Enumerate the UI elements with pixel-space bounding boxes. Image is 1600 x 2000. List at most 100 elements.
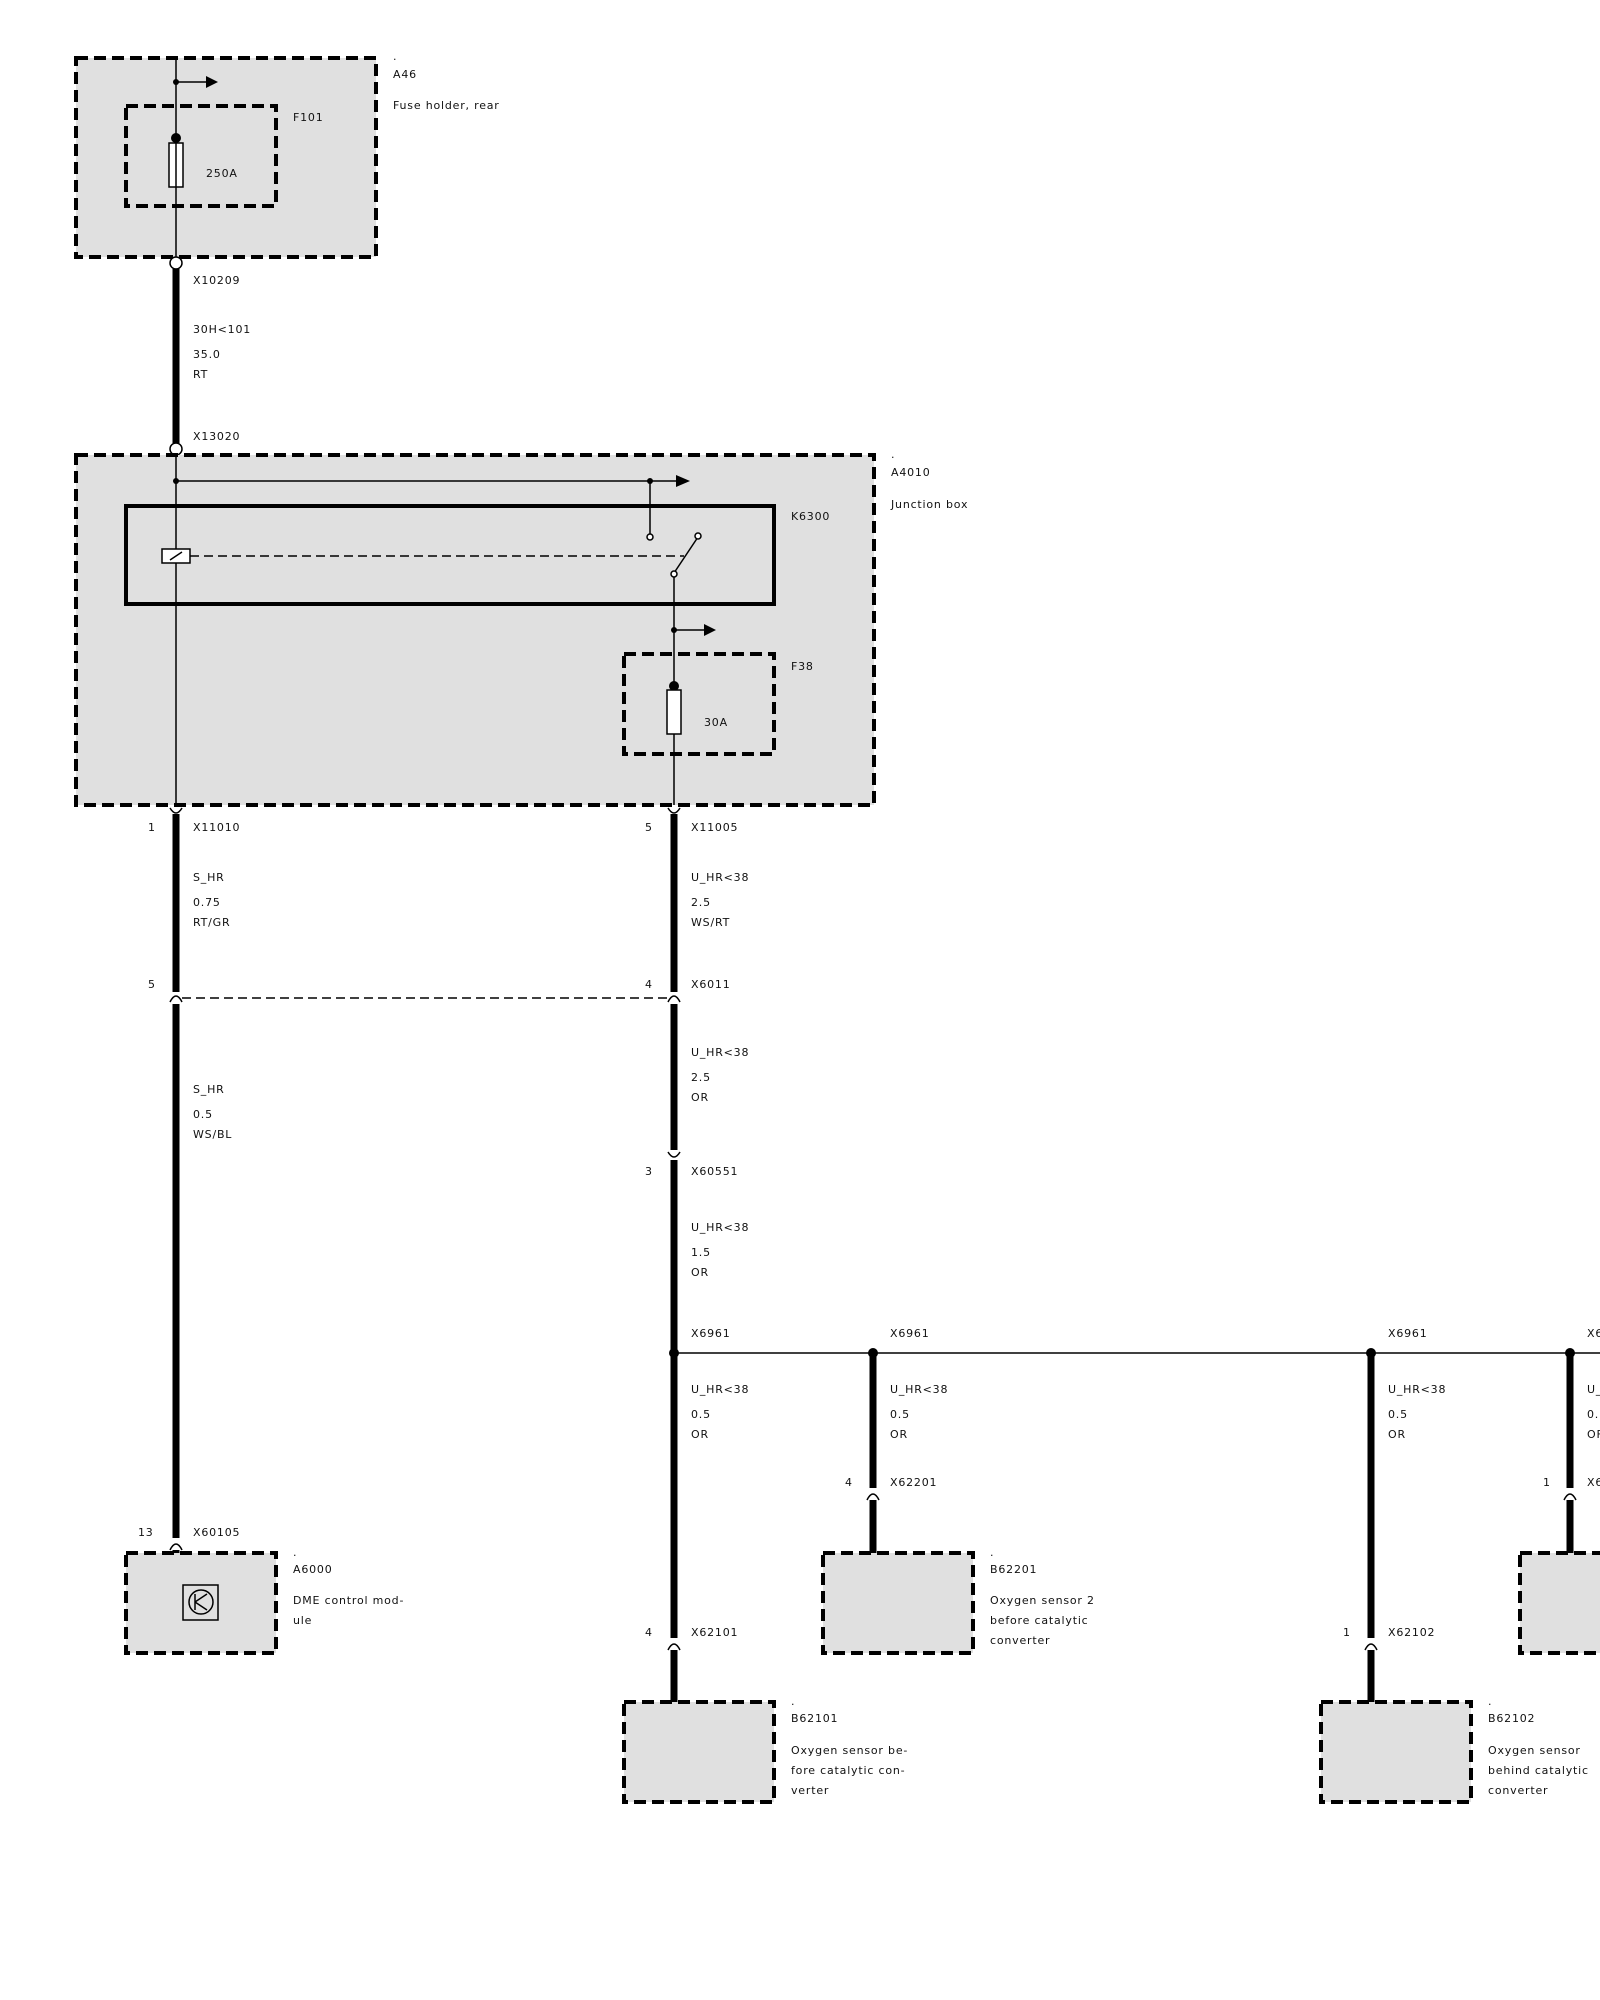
x62102-pin: 1 — [1343, 1626, 1351, 1639]
a46-id: A46 — [393, 68, 417, 81]
x6011-right-connector[interactable] — [667, 995, 681, 1003]
b62102-desc-2: behind catalytic — [1488, 1764, 1589, 1777]
junction-dot — [173, 478, 179, 484]
x60105-label: X60105 — [193, 1526, 240, 1539]
x6961-label-1: X6961 — [691, 1327, 731, 1340]
wire-uhr-6-signal: U_HR<38 — [1388, 1383, 1446, 1396]
x11010-connector[interactable] — [169, 807, 183, 814]
wire-uhr-6-color: OR — [1388, 1428, 1406, 1441]
a46-box[interactable] — [74, 56, 378, 259]
wire-uhr-7-gauge: 0. — [1587, 1408, 1599, 1421]
wire-uhr-3-gauge: 1.5 — [691, 1246, 711, 1259]
relay-switch-pivot — [670, 570, 678, 578]
fuse-f38-icon — [666, 689, 682, 735]
wire-shr-1-signal: S_HR — [193, 871, 225, 884]
a6000-desc-1: DME control mod- — [293, 1594, 404, 1607]
x62201-connector[interactable] — [866, 1493, 880, 1501]
x13020-label: X13020 — [193, 430, 240, 443]
x62101-connector[interactable] — [667, 1643, 681, 1651]
wire-uhr-3-signal: U_HR<38 — [691, 1221, 749, 1234]
x62101-label: X62101 — [691, 1626, 738, 1639]
relay-switch-terminal — [694, 532, 702, 540]
wire-uhr-2-gauge: 2.5 — [691, 1071, 711, 1084]
b62201-dot: . — [990, 1546, 994, 1559]
junction-dot — [671, 627, 677, 633]
a6000-desc-2: ule — [293, 1614, 312, 1627]
fuse-terminal-dot — [171, 133, 181, 143]
x60551-connector[interactable] — [667, 1151, 681, 1158]
wire-uhr-1-color: WS/RT — [691, 916, 730, 929]
wire-uhr-4-signal: U_HR<38 — [691, 1383, 749, 1396]
f38-rating: 30A — [704, 716, 728, 729]
a46-dot: . — [393, 50, 397, 63]
x62201-label: X62201 — [890, 1476, 937, 1489]
wire-uhr-2-color: OR — [691, 1091, 709, 1104]
x6011-left-pin: 5 — [148, 978, 156, 991]
wire-30h-color: RT — [193, 368, 208, 381]
x60105-connector[interactable] — [169, 1543, 183, 1551]
x11010-label: X11010 — [193, 821, 240, 834]
continuation-arrow-icon — [676, 475, 690, 487]
b62201-box[interactable] — [821, 1551, 975, 1655]
x6961-label-3: X6961 — [1388, 1327, 1428, 1340]
fuse-terminal-dot — [669, 681, 679, 691]
x62102-connector[interactable] — [1364, 1643, 1378, 1651]
x62201-pin: 4 — [845, 1476, 853, 1489]
right-cut-connector[interactable] — [1563, 1493, 1577, 1501]
wire-30h-signal: 30H<101 — [193, 323, 251, 336]
a4010-id: A4010 — [891, 466, 931, 479]
relay-contact-terminal — [646, 533, 654, 541]
b62102-id: B62102 — [1488, 1712, 1535, 1725]
relay-switch-blade — [673, 536, 699, 574]
b62102-desc-3: converter — [1488, 1784, 1548, 1797]
b62101-id: B62101 — [791, 1712, 838, 1725]
a6000-dot: . — [293, 1546, 297, 1559]
x6961-label-2: X6961 — [890, 1327, 930, 1340]
x62101-pin: 4 — [645, 1626, 653, 1639]
x6011-label: X6011 — [691, 978, 731, 991]
a6000-id: A6000 — [293, 1563, 333, 1576]
f101-box[interactable] — [124, 104, 278, 208]
wire-shr-1-color: RT/GR — [193, 916, 230, 929]
x60551-label: X60551 — [691, 1165, 738, 1178]
x10209-label: X10209 — [193, 274, 240, 287]
b62102-dot: . — [1488, 1695, 1492, 1708]
wire-uhr-5-color: OR — [890, 1428, 908, 1441]
x11010-pin: 1 — [148, 821, 156, 834]
b62102-desc-1: Oxygen sensor — [1488, 1744, 1581, 1757]
wire-shr-2-signal: S_HR — [193, 1083, 225, 1096]
b62102-box[interactable] — [1319, 1700, 1473, 1804]
x62102-label: X62102 — [1388, 1626, 1435, 1639]
x6011-right-pin: 4 — [645, 978, 653, 991]
wire-uhr-1-gauge: 2.5 — [691, 896, 711, 909]
f38-box[interactable] — [622, 652, 776, 756]
wire-uhr-4-gauge: 0.5 — [691, 1408, 711, 1421]
a46-desc: Fuse holder, rear — [393, 99, 500, 112]
wire-uhr-7-signal: U_ — [1587, 1383, 1600, 1396]
x11005-label: X11005 — [691, 821, 738, 834]
continuation-arrow-icon — [206, 76, 218, 88]
f38-id: F38 — [791, 660, 814, 673]
f101-rating: 250A — [206, 167, 238, 180]
x10209-connector[interactable] — [169, 256, 183, 270]
wire-uhr-1-signal: U_HR<38 — [691, 871, 749, 884]
a6000-box[interactable] — [124, 1551, 278, 1655]
wire-uhr-5-gauge: 0.5 — [890, 1408, 910, 1421]
b62101-box[interactable] — [622, 1700, 776, 1804]
b62201-desc-3: converter — [990, 1634, 1050, 1647]
x11005-connector[interactable] — [667, 807, 681, 814]
wire-shr-1-gauge: 0.75 — [193, 896, 221, 909]
wire-uhr-3-color: OR — [691, 1266, 709, 1279]
x11005-pin: 5 — [645, 821, 653, 834]
wire-30h-gauge: 35.0 — [193, 348, 221, 361]
a4010-box[interactable] — [74, 453, 876, 807]
f101-id: F101 — [293, 111, 324, 124]
k6300-relay-box[interactable] — [124, 504, 776, 606]
x60105-pin: 13 — [138, 1526, 154, 1539]
a4010-desc: Junction box — [890, 498, 968, 511]
x6011-left-connector[interactable] — [169, 995, 183, 1003]
right-cut-component-box[interactable] — [1518, 1551, 1600, 1655]
control-module-icon — [182, 1584, 219, 1621]
relay-coil-mark — [169, 551, 183, 561]
